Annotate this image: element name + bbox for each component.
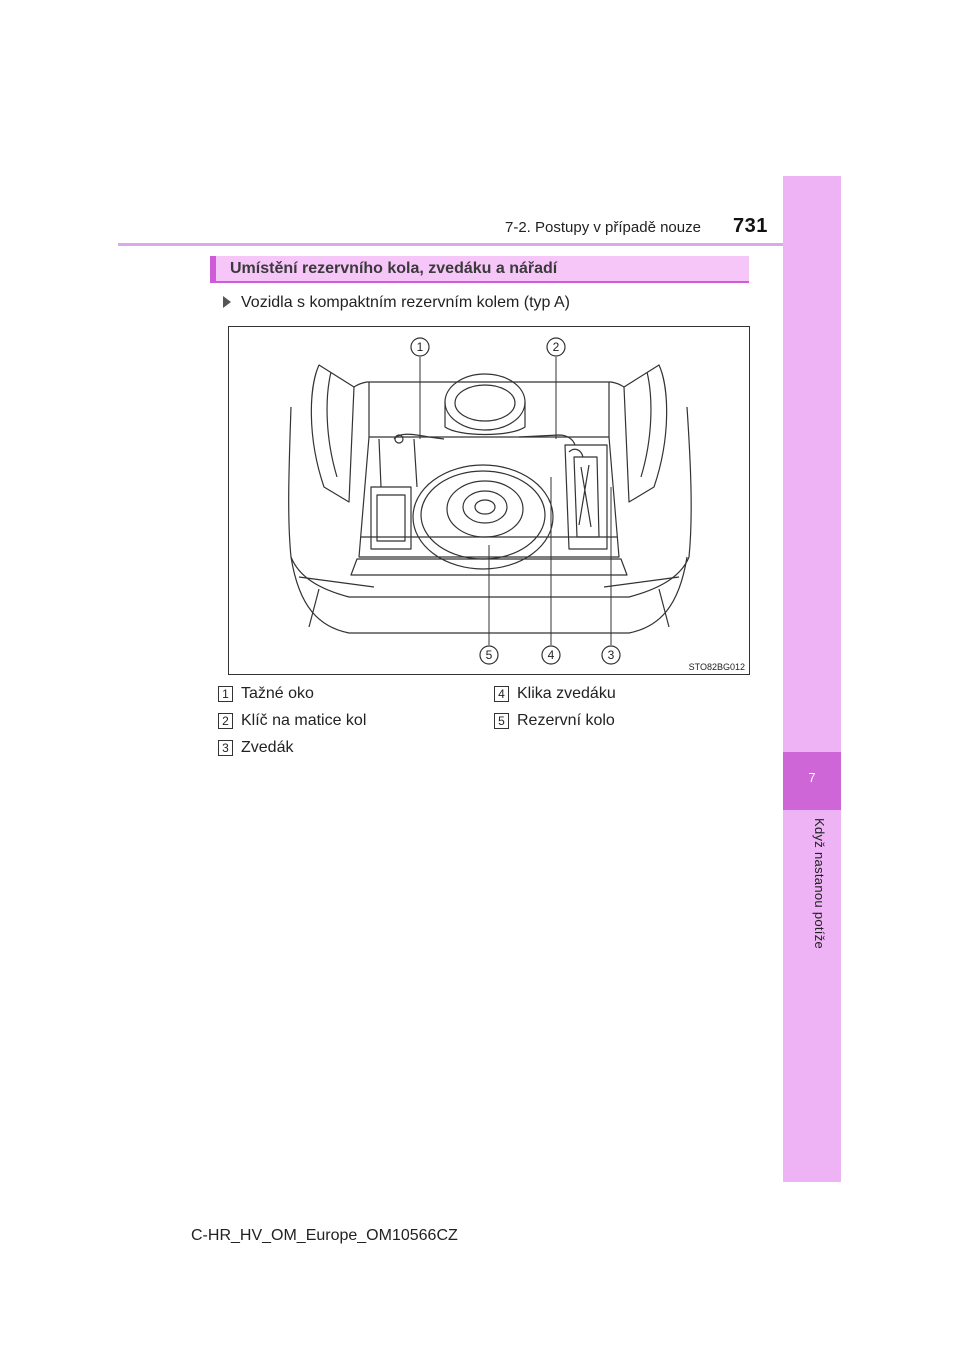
callout-5-marker: [479, 645, 499, 665]
chapter-title: Když nastanou potíže: [812, 818, 827, 950]
callout-2-label: 2: [553, 340, 560, 354]
callout-2-marker: [546, 337, 566, 357]
callout-3-marker: [601, 645, 621, 665]
document-id: C-HR_HV_OM_Europe_OM10566CZ: [191, 1227, 458, 1244]
triangle-bullet-icon: [223, 296, 231, 308]
section-title: Umístění rezervního kola, zvedáku a nářa…: [230, 260, 558, 277]
chapter-number-block: [783, 752, 841, 810]
legend-label: Tažné oko: [241, 685, 314, 702]
callout-3-label: 3: [608, 648, 615, 662]
chapter-side-tab: [783, 176, 841, 1182]
legend-number: 1: [218, 686, 233, 702]
chapter-number: 7: [808, 770, 816, 785]
callout-1-label: 1: [417, 340, 424, 354]
figure-code: STO82BG012: [688, 662, 745, 672]
legend-number: 4: [494, 686, 509, 702]
legend-item: 3 Zvedák: [218, 739, 293, 757]
variant-text: Vozidla s kompaktním rezervním kolem (ty…: [241, 294, 570, 311]
header-section-title: 7-2. Postupy v případě nouze: [505, 219, 701, 236]
legend-item: 1 Tažné oko: [218, 685, 314, 703]
page-number: 731: [733, 215, 768, 237]
legend-item: 4 Klika zvedáku: [494, 685, 616, 703]
legend-label: Klíč na matice kol: [241, 712, 367, 729]
legend-label: Klika zvedáku: [517, 685, 616, 702]
callout-1-marker: [410, 337, 430, 357]
trunk-illustration: 1 2 5 4 3 STO82BG012: [228, 326, 750, 675]
legend-number: 3: [218, 740, 233, 756]
callout-4-label: 4: [548, 648, 555, 662]
variant-line: Vozidla s kompaktním rezervním kolem (ty…: [223, 294, 570, 312]
callout-5-label: 5: [486, 648, 493, 662]
header-rule: [118, 243, 841, 246]
legend-item: 5 Rezervní kolo: [494, 712, 615, 730]
callout-4-marker: [541, 645, 561, 665]
legend-number: 5: [494, 713, 509, 729]
legend-number: 2: [218, 713, 233, 729]
legend-item: 2 Klíč na matice kol: [218, 712, 366, 730]
legend-label: Zvedák: [241, 739, 294, 756]
section-heading-bar: Umístění rezervního kola, zvedáku a nářa…: [210, 256, 749, 283]
legend-label: Rezervní kolo: [517, 712, 615, 729]
trunk-drawing: 1 2 5 4 3: [288, 337, 692, 665]
